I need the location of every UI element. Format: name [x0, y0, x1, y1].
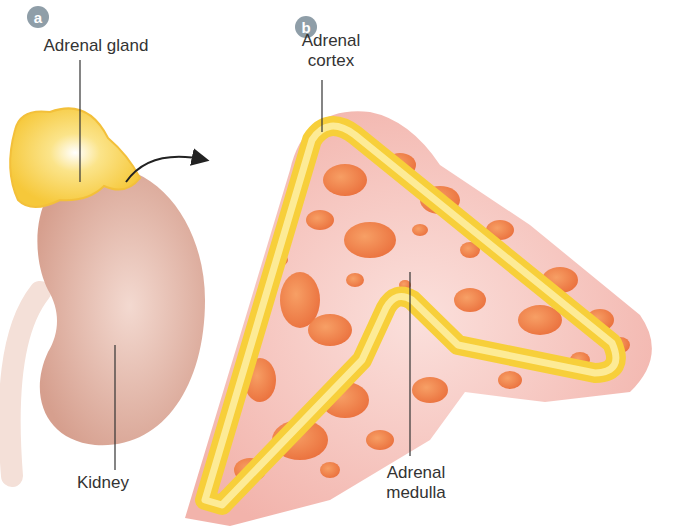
- cell-blob: [498, 371, 522, 389]
- cell-blob: [308, 314, 352, 346]
- leader-line: [321, 80, 322, 132]
- cortex-highlight: [205, 126, 616, 505]
- cell-blob: [454, 288, 486, 312]
- part-label: Adrenal medulla: [376, 463, 456, 503]
- cell-blob: [320, 462, 340, 478]
- kidney-shape: [37, 167, 205, 446]
- cortex-band: [205, 126, 616, 505]
- cell-blob: [346, 273, 364, 287]
- panel-letter: a: [27, 6, 49, 28]
- adrenal-gland-shape: [10, 108, 140, 207]
- cell-blob: [323, 164, 367, 196]
- part-label: Adrenal cortex: [291, 31, 371, 71]
- zoom-arrow: [126, 157, 206, 182]
- panel-letter-text: a: [34, 10, 42, 25]
- leader-line: [114, 345, 115, 470]
- leader-line: [409, 272, 410, 456]
- cell-blob: [306, 210, 334, 230]
- cell-blob: [412, 224, 428, 236]
- part-label: Kidney: [77, 473, 129, 493]
- gland-section: [185, 111, 652, 526]
- vessel: [10, 292, 40, 476]
- leader-line: [79, 60, 80, 182]
- cell-blob: [366, 430, 394, 450]
- cell-blob: [344, 222, 396, 258]
- cell-blob: [412, 377, 448, 403]
- part-label: Adrenal gland: [44, 36, 149, 56]
